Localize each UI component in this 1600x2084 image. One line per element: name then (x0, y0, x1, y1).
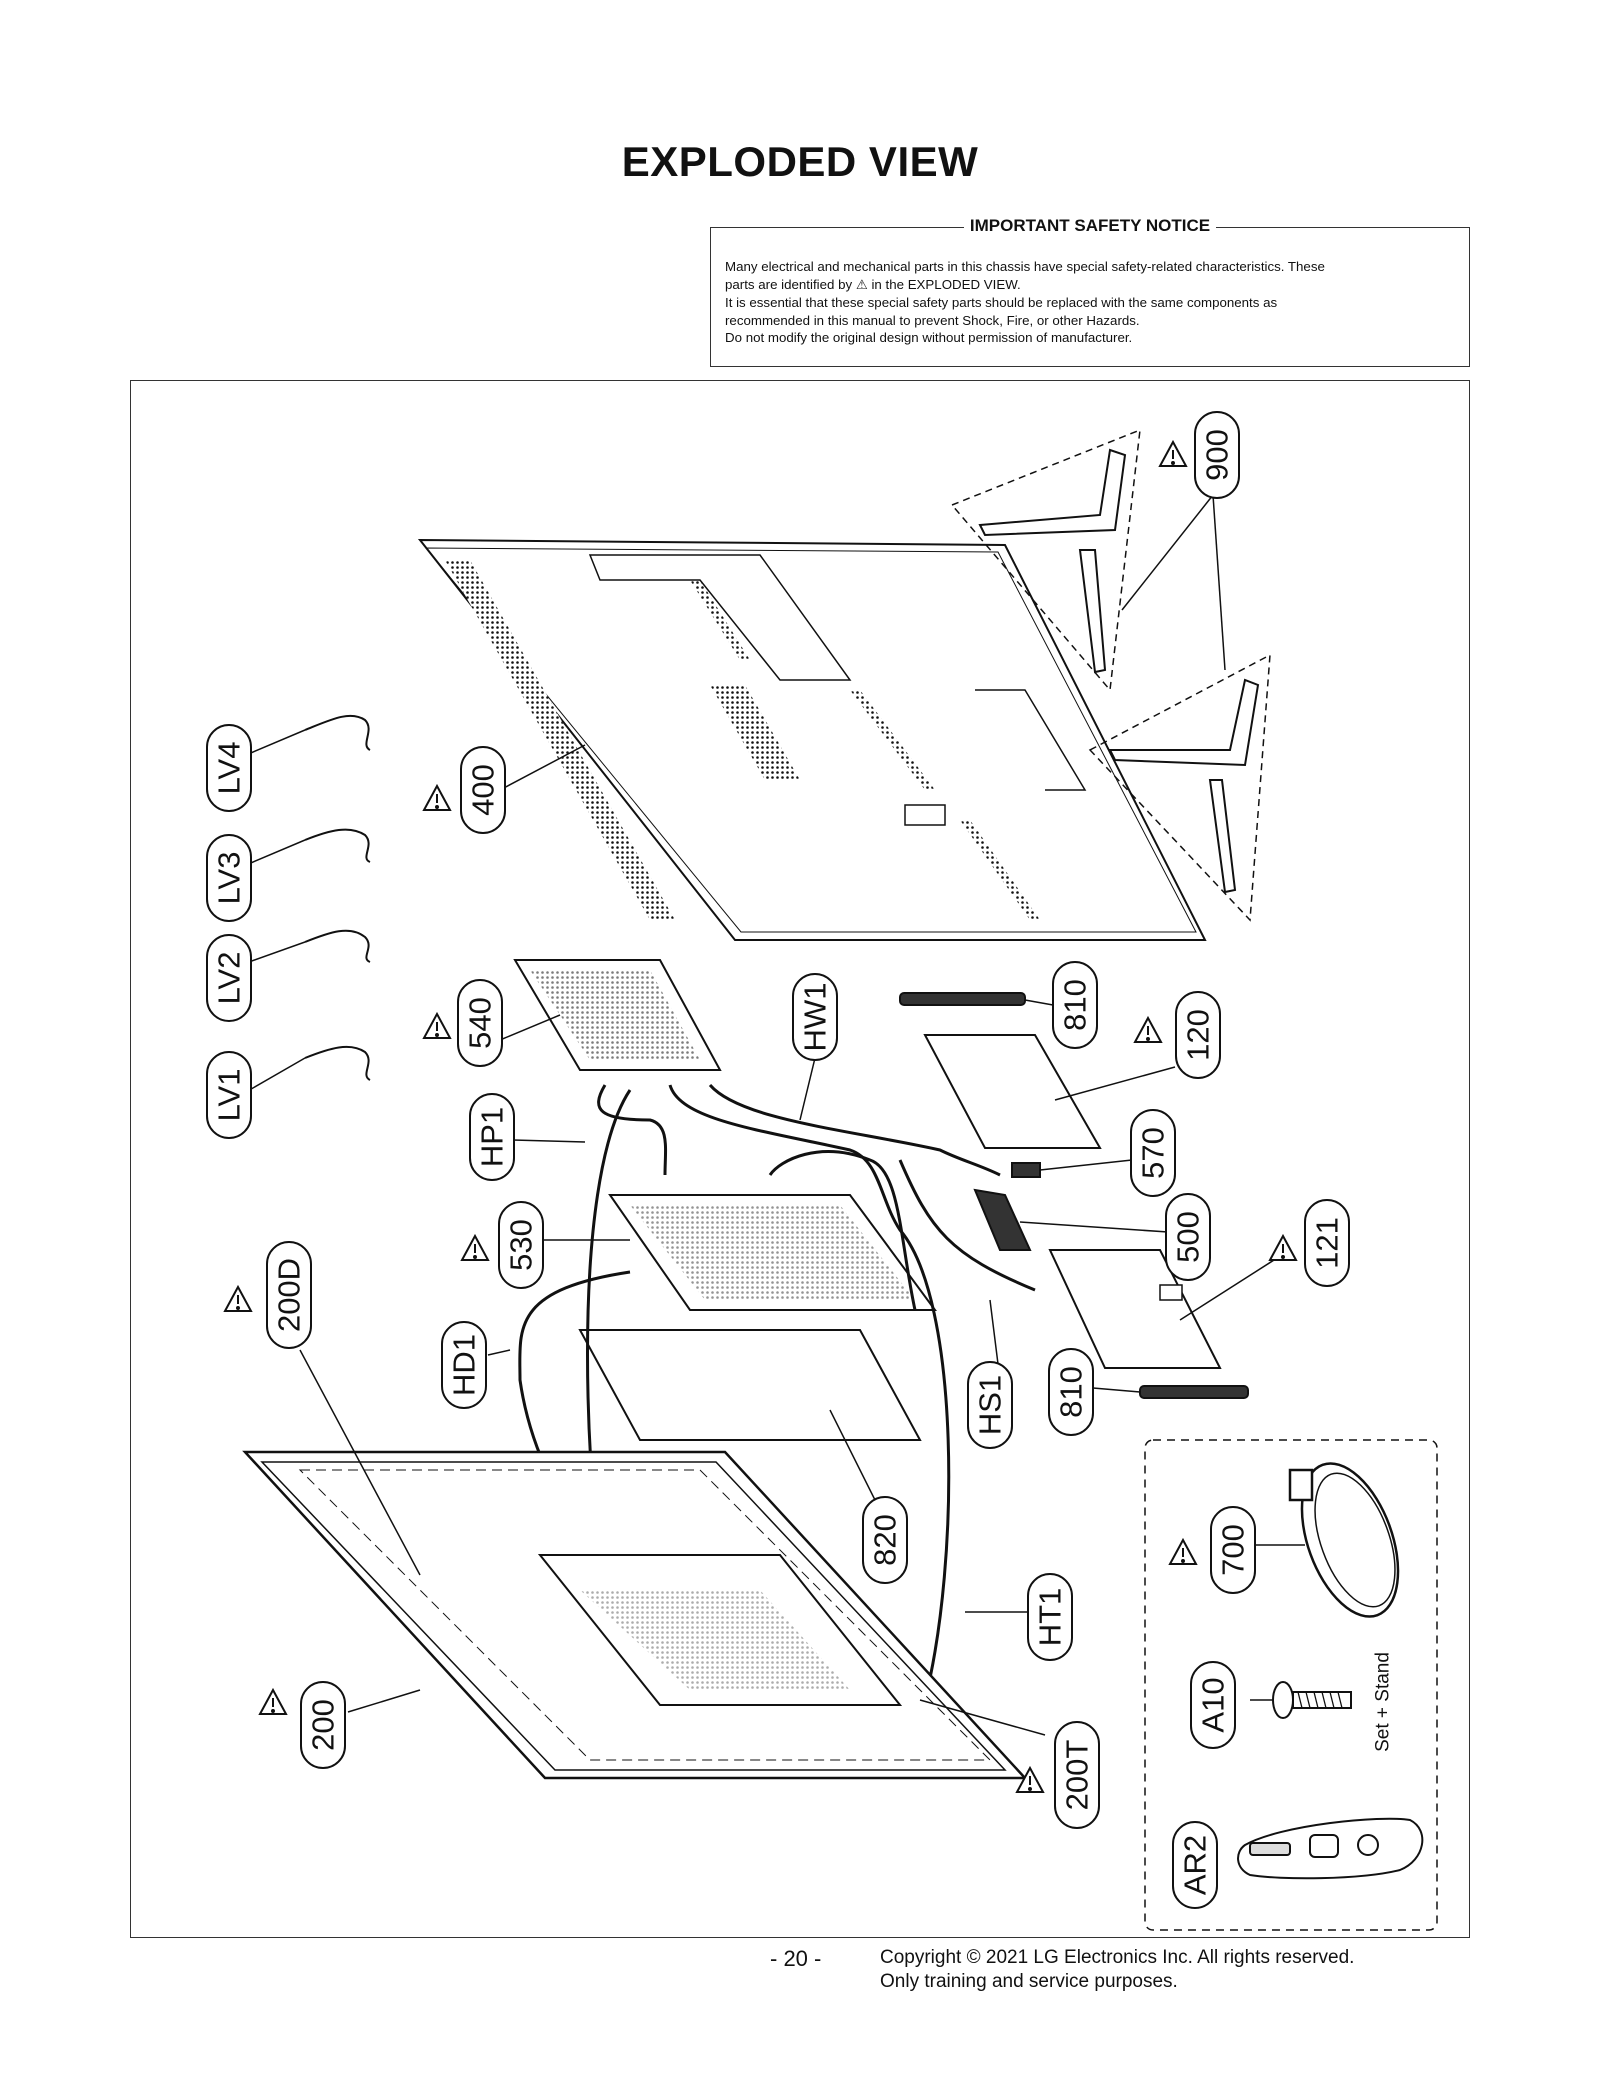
notice-body: Many electrical and mechanical parts in … (725, 258, 1455, 347)
insulator-part (578, 1329, 922, 1441)
callout-200t: 200T (1054, 1721, 1100, 1829)
callout-500: 500 (1165, 1193, 1211, 1281)
leader-lines (245, 494, 1305, 1736)
label-121: 121 (1310, 1217, 1345, 1269)
label-200: 200 (306, 1699, 341, 1751)
front-frame-part (242, 1450, 1028, 1780)
label-a10: A10 (1196, 1677, 1231, 1732)
label-200t: 200T (1060, 1740, 1095, 1811)
callout-hs1: HS1 (967, 1361, 1013, 1449)
label-810: 810 (1054, 1366, 1089, 1418)
label-700: 700 (1216, 1524, 1251, 1576)
power-board-part (608, 1194, 937, 1311)
label-120: 120 (1181, 1009, 1216, 1061)
back-cover-part (417, 538, 1207, 941)
callout-200d: 200D (266, 1241, 312, 1349)
callout-810-bottom: 810 (1048, 1348, 1094, 1436)
callout-900: 900 (1194, 411, 1240, 499)
callout-hp1: HP1 (469, 1093, 515, 1181)
remote-control-part (1237, 1817, 1424, 1880)
part-label-callouts: 900 400 LV4 LV3 LV2 LV1 540 HW1 810 120 … (206, 411, 1394, 1909)
notice-heading: IMPORTANT SAFETY NOTICE (963, 216, 1217, 235)
label-ar2: AR2 (1178, 1835, 1213, 1895)
page-number: - 20 - (770, 1946, 822, 1971)
label-400: 400 (466, 764, 501, 816)
label-200d: 200D (272, 1258, 307, 1332)
callout-570: 570 (1130, 1109, 1176, 1197)
callout-ar2: AR2 (1172, 1821, 1218, 1909)
copyright-line: Copyright © 2021 LG Electronics Inc. All… (880, 1947, 1355, 1968)
speaker-part (899, 992, 1249, 1399)
copyright-notice: Copyright © 2021 LG Electronics Inc. All… (880, 1946, 1354, 1994)
label-820: 820 (868, 1514, 903, 1566)
small-board-part (973, 1162, 1041, 1251)
callout-a10: A10 (1190, 1661, 1236, 1749)
label-500: 500 (1171, 1211, 1206, 1263)
screw-part (1272, 1681, 1352, 1719)
notice-line: It is essential that these special safet… (725, 295, 1278, 310)
callout-200: 200 (300, 1681, 346, 1769)
label-set-stand: Set + Stand (1373, 1652, 1394, 1752)
callout-lv2: LV2 (206, 934, 252, 1022)
callout-lv1: LV1 (206, 1051, 252, 1139)
label-hs1: HS1 (973, 1375, 1008, 1435)
accessory-box (1144, 1439, 1438, 1931)
label-810: 810 (1058, 979, 1093, 1031)
copyright-line: Only training and service purposes. (880, 1971, 1178, 1992)
label-lv3: LV3 (212, 852, 247, 905)
callout-121: 121 (1304, 1199, 1350, 1287)
power-cord-part (1288, 1462, 1400, 1618)
label-lv2: LV2 (212, 952, 247, 1005)
label-hd1: HD1 (447, 1334, 482, 1396)
label-540: 540 (463, 997, 498, 1049)
cover-part (1048, 1249, 1222, 1369)
page-title: EXPLODED VIEW (621, 138, 979, 185)
label-530: 530 (504, 1219, 539, 1271)
notice-line: Many electrical and mechanical parts in … (725, 259, 1325, 274)
callout-540: 540 (457, 979, 503, 1067)
callout-hd1: HD1 (441, 1321, 487, 1409)
stand-part (950, 428, 1271, 922)
shield-part (923, 1034, 1102, 1149)
notice-line: recommended in this manual to prevent Sh… (725, 312, 1140, 328)
callout-700: 700 (1210, 1506, 1256, 1594)
label-570: 570 (1136, 1127, 1171, 1179)
notice-line: parts are identified by ⚠ in the EXPLODE… (725, 276, 1021, 293)
label-lv1: LV1 (212, 1069, 247, 1122)
callout-lv3: LV3 (206, 834, 252, 922)
callout-ht1: HT1 (1027, 1573, 1073, 1661)
callout-hw1: HW1 (792, 973, 838, 1061)
callout-lv4: LV4 (206, 724, 252, 812)
label-ht1: HT1 (1033, 1588, 1068, 1647)
label-900: 900 (1200, 429, 1235, 481)
label-hp1: HP1 (475, 1107, 510, 1167)
callout-400: 400 (460, 746, 506, 834)
lvds-cable-part (304, 714, 371, 1081)
warning-triangle-icon (223, 439, 1298, 1793)
label-hw1: HW1 (798, 983, 833, 1052)
set-stand-note: Set + Stand (1373, 1652, 1394, 1752)
warning-triangle-icon: ⚠ (855, 277, 868, 293)
safety-notice-box: IMPORTANT SAFETY NOTICE Many electrical … (710, 216, 1470, 367)
wire-harness-part (518, 1084, 1036, 1701)
notice-line: Do not modify the original design withou… (725, 330, 1133, 345)
callout-530: 530 (498, 1201, 544, 1289)
main-board-part (513, 959, 722, 1071)
callout-120: 120 (1175, 991, 1221, 1079)
diagram-frame (130, 380, 1470, 1938)
callout-820: 820 (862, 1496, 908, 1584)
callout-810-top: 810 (1052, 961, 1098, 1049)
label-lv4: LV4 (212, 742, 247, 795)
